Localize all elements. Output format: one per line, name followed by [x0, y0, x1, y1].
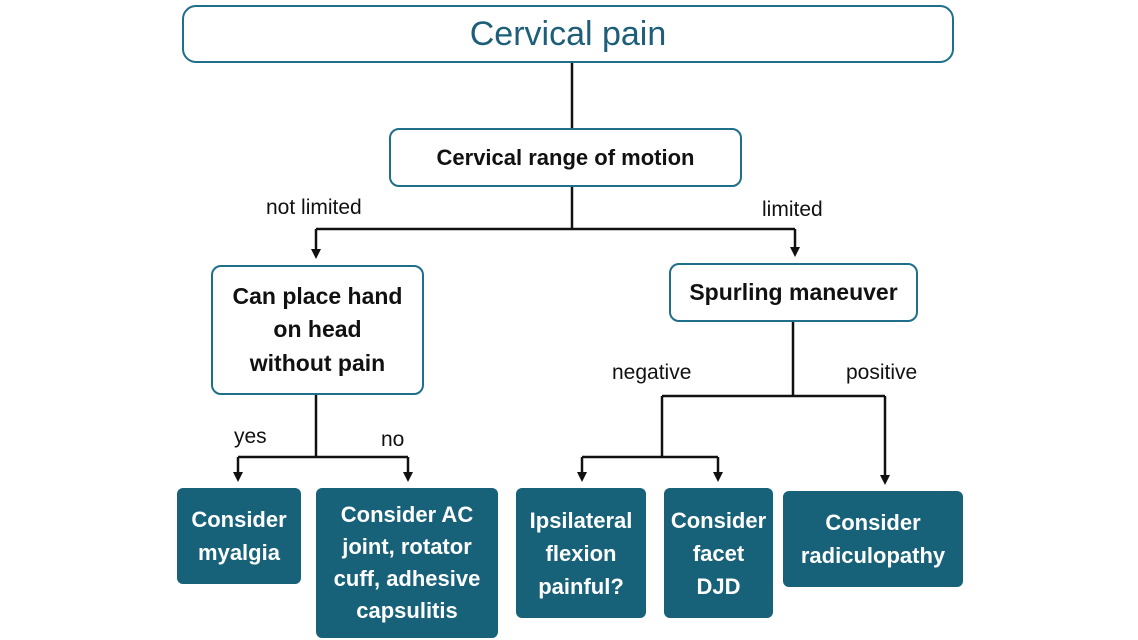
node-facet-label: Consider facet DJD — [670, 507, 767, 599]
node-ipsilateral-label: Ipsilateral flexion painful? — [529, 507, 633, 599]
node-myalgia-label: Consider myalgia — [191, 507, 287, 565]
node-cervical-range-of-motion: Cervical range of motion — [389, 128, 742, 187]
node-cervical-pain: Cervical pain — [182, 5, 954, 63]
edge-label-not-limited: not limited — [266, 196, 362, 219]
node-consider-ac-joint: Consider AC joint, rotator cuff, adhesiv… — [316, 488, 498, 638]
node-consider-facet-djd: Consider facet DJD — [664, 488, 773, 618]
node-radiculopathy-label: Consider radiculopathy — [800, 510, 946, 568]
node-consider-myalgia: Consider myalgia — [177, 488, 301, 584]
node-spurling-maneuver: Spurling maneuver — [669, 263, 918, 322]
node-rom-label: Cervical range of motion — [436, 144, 695, 170]
node-cervical-pain-label: Cervical pain — [469, 14, 667, 53]
edge-label-yes: yes — [234, 425, 267, 448]
node-hand-on-head: Can place hand on head without pain — [211, 265, 424, 395]
node-hand-label: Can place hand on head without pain — [232, 282, 403, 376]
edge-label-negative: negative — [612, 361, 692, 384]
node-consider-radiculopathy: Consider radiculopathy — [783, 491, 963, 587]
edge-label-positive: positive — [846, 361, 918, 384]
node-ac-label: Consider AC joint, rotator cuff, adhesiv… — [333, 502, 481, 623]
node-ipsilateral-flexion: Ipsilateral flexion painful? — [516, 488, 646, 618]
edge-label-no: no — [381, 428, 405, 451]
edge-label-limited: limited — [762, 198, 823, 221]
node-spurling-label: Spurling maneuver — [689, 279, 898, 305]
